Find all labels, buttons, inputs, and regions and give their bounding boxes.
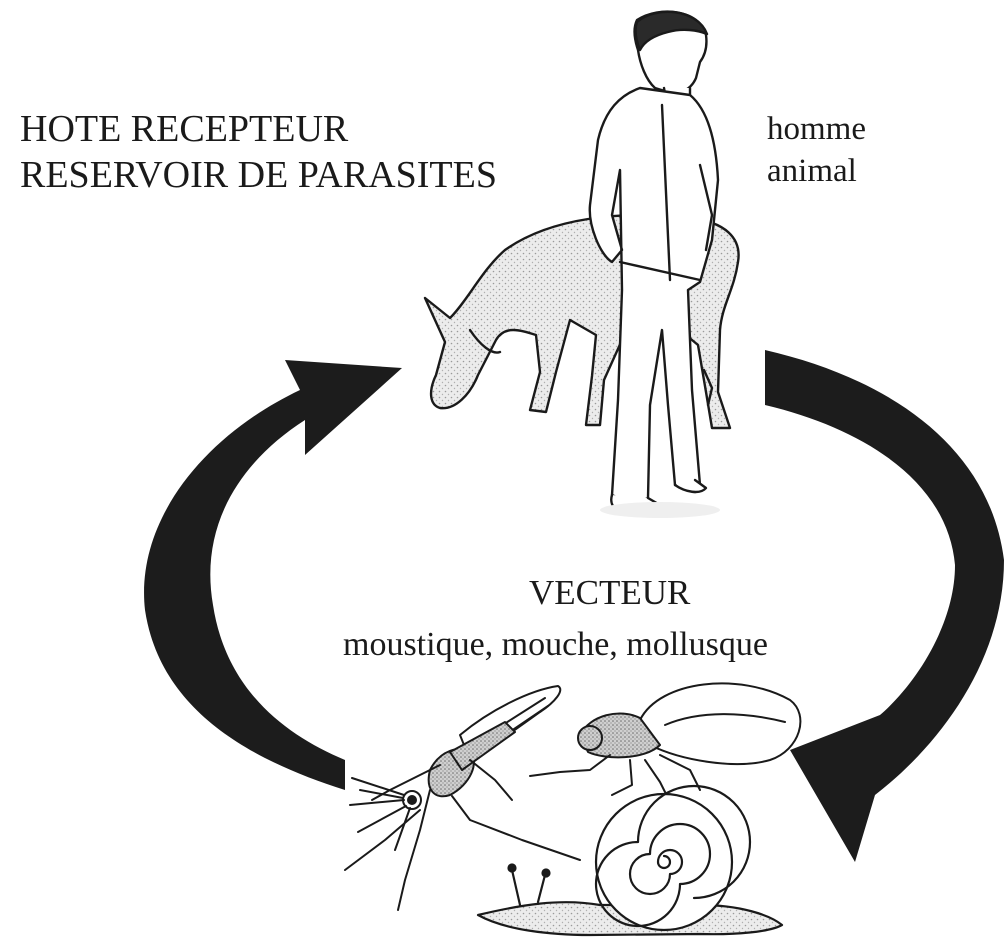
fly-illustration-icon bbox=[530, 683, 800, 802]
snail-illustration-icon bbox=[478, 786, 782, 935]
ground-shadow bbox=[600, 502, 720, 518]
host-example-human: homme bbox=[767, 110, 866, 148]
cycle-arrow-left-up-icon bbox=[144, 360, 402, 790]
host-example-animal: animal bbox=[767, 152, 857, 190]
host-title-line-1: HOTE RECEPTEUR bbox=[20, 108, 348, 150]
vector-title: VECTEUR bbox=[529, 573, 690, 613]
vector-examples: moustique, mouche, mollusque bbox=[343, 625, 768, 665]
host-title-line-2: RESERVOIR DE PARASITES bbox=[20, 154, 497, 196]
cycle-arrow-right-down-icon bbox=[765, 350, 1004, 862]
